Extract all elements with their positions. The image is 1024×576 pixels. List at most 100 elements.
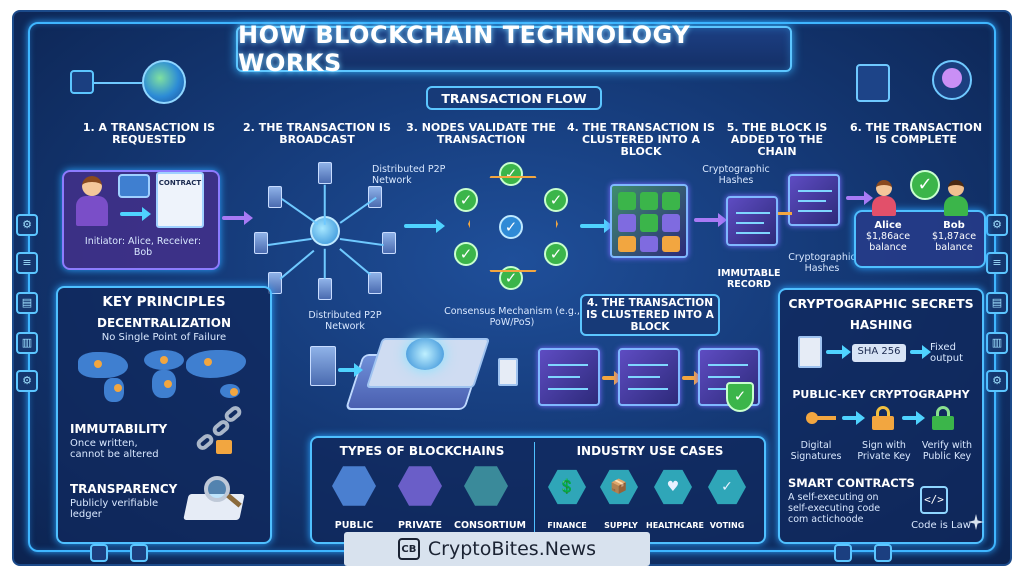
usecase-voting: VOTING [709,521,745,530]
bob-icon [942,180,970,220]
step-3-label: 3. NODES VALIDATE THE TRANSACTION [406,121,556,146]
hash-output: Fixed output [930,342,963,364]
lock-open-icon [932,406,954,430]
arrow-to-verify [902,411,925,425]
consortium-network-icon [464,466,508,506]
arrow-to-output [910,345,931,359]
brand-footer[interactable]: CB CryptoBites.News [344,532,650,566]
list-icon: ≡ [16,252,38,274]
circuit-chip-icon [874,544,892,562]
consensus-validation-diagram: ✓ ✓ ✓ ✓ ✓ ✓ ✓ [446,162,576,292]
globe-icon [142,60,186,104]
alice-balance: $1,86ace balance [865,231,911,253]
code-brackets-icon: </> [920,486,948,514]
public-network-icon [332,466,376,506]
pkc-step-sign: Sign with Private Key [857,440,911,462]
arrow-step5-to-6 [846,191,873,205]
pkc-title: PUBLIC-KEY CRYPTOGRAPHY [792,388,970,401]
circuit-chip-icon [130,544,148,562]
contract-label: CONTRACT [158,179,202,187]
arrow-step4-to-5 [694,213,727,227]
chain-block-1 [726,196,778,246]
decentralization-text: No Single Point of Failure [101,332,227,343]
chain-arrow [602,371,623,385]
bar-chart-icon: ▥ [986,332,1008,354]
hashing-title: HASHING [849,318,913,332]
crypto-hashes-top: Cryptographic Hashes [702,164,770,186]
p2p-label-bottom: Distributed P2P Network [308,310,382,332]
panel-divider [534,442,535,538]
step-2-label: 2. THE TRANSACTION IS BROADCAST [243,121,391,146]
pkc-step-verify: Verify with Public Key [921,440,973,462]
p2p-network-diagram [250,162,400,302]
chain-block-2 [788,174,840,226]
lock-closed-icon [872,406,894,430]
arrow-step3-to-4 [580,219,613,233]
chain-lock-icon [182,403,252,468]
cluster-label: 4. THE TRANSACTION IS CLUSTERED INTO A B… [580,294,720,336]
circuit-icon: ⚙ [986,214,1008,236]
circuit-chip-icon [834,544,852,562]
alice-icon [870,180,898,220]
brand-logo-icon: CB [397,538,420,560]
bob-name: Bob [943,220,965,231]
bob-balance: $1,87ace balance [931,231,977,253]
step-4-label: 4. THE TRANSACTION IS CLUSTERED INTO A B… [567,121,715,158]
step-1-label: 1. A TRANSACTION IS REQUESTED [82,121,216,146]
smart-contracts-title: SMART CONTRACTS [788,476,915,490]
smart-contracts-text: A self-executing on self-executing code … [788,492,881,525]
shield-check-icon: ✓ [726,382,754,412]
transaction-flow-heading: TRANSACTION FLOW [426,86,602,110]
chart-icon: ▤ [16,292,38,314]
code-is-law: Code is Law [911,520,971,531]
bar-chart-icon: ▥ [16,332,38,354]
key-principles-heading: KEY PRINCIPLES [102,294,226,310]
alice-name: Alice [874,220,902,231]
arrow-step2-to-3 [404,219,445,233]
immutable-record-label: IMMUTABLE RECORD [717,268,781,290]
chain-block-3 [538,348,600,406]
completion-box [854,210,986,268]
p2p-label-top: Distributed P2P Network [372,164,446,186]
chain-link [778,212,792,215]
pkc-step-signatures: Digital Signatures [790,440,842,462]
usecase-healthcare: HEALTHCARE [646,521,704,530]
alice-initiator-icon [72,172,112,232]
circuit-line [94,82,142,84]
user-icon [932,60,972,100]
world-map-icon [74,344,254,404]
arrow-server-to-ledger [338,363,363,377]
transparency-title: TRANSPARENCY [70,482,178,496]
document-icon [798,336,822,368]
key-icon [806,410,836,426]
crypto-hashes-bottom: Cryptographic Hashes [788,252,856,274]
magnifier-ledger-icon [182,474,252,524]
list-icon: ≡ [986,252,1008,274]
usecase-finance: FINANCE [547,521,587,530]
arrow-to-hash [826,345,851,359]
private-network-icon [398,466,442,506]
chart-icon: ▤ [986,292,1008,314]
title-banner: HOW BLOCKCHAIN TECHNOLOGY WORKS [236,21,792,77]
step-5-label: 5. THE BLOCK IS ADDED TO THE CHAIN [726,121,828,158]
contract-document-icon [156,172,204,228]
initiator-text: Initiator: Alice, Receiver: Bob [84,236,202,258]
immutability-title: IMMUTABILITY [70,422,168,436]
wallet-icon [118,174,150,198]
immutability-text: Once written, cannot be altered [70,438,159,460]
gear-icon: ⚙ [16,370,38,392]
chain-block-4 [618,348,680,406]
infographic-canvas: ⚙ ≡ ▤ ▥ ⚙ ⚙ ≡ ▤ ▥ ⚙ HOW BLOCKCHAIN TECHN… [12,10,1012,566]
arrow-step1-to-2 [222,211,253,225]
step-6-label: 6. THE TRANSACTION IS COMPLETE [849,121,983,146]
gear-icon: ⚙ [986,370,1008,392]
user-avatar-icon [942,68,962,88]
brand-name: CryptoBites.News [427,538,597,560]
hash-algorithm: SHA 256 [852,344,906,362]
complete-check-icon: ✓ [910,170,940,200]
crypto-secrets-heading: CRYPTOGRAPHIC SECRETS [788,296,974,311]
type-public: PUBLIC [334,520,374,531]
types-heading: TYPES OF BLOCKCHAINS [339,444,505,458]
transparency-text: Publicly verifiable ledger [70,498,159,520]
arrow-to-lock [842,411,865,425]
